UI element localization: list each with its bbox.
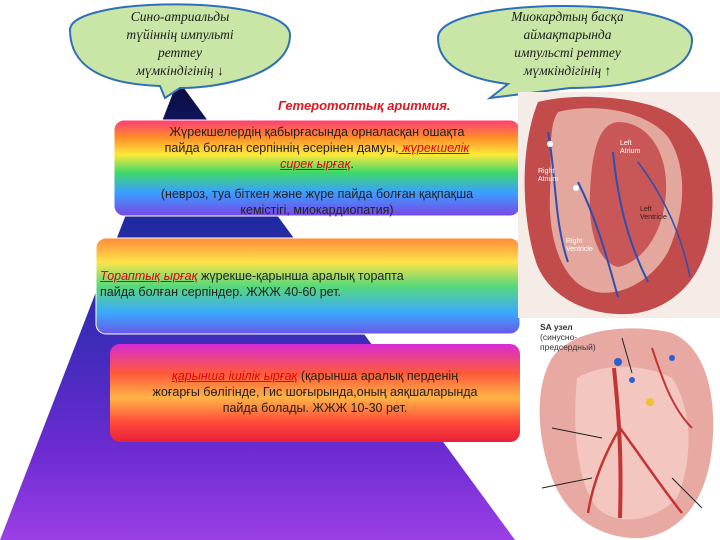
box3-line: қарынша ішілік ырғақ (қарынша аралық пер… xyxy=(112,368,518,384)
box3-line: пайда болады. ЖЖЖ 10-30 рет. xyxy=(222,401,408,415)
atrial-rhythm-highlight: жүрекшелік xyxy=(398,141,470,155)
right-bubble-line: мүмкіндігінің ↑ xyxy=(523,63,612,78)
box1-text: Жүрекшелердің қабырғасында орналасқан ош… xyxy=(116,124,518,218)
atrial-rhythm-highlight-2: сирек ырғақ xyxy=(280,157,351,171)
heart-label-line: Ventricle xyxy=(640,214,667,221)
box3-text: қарынша ішілік ырғақ (қарынша аралық пер… xyxy=(112,368,518,416)
heart-diagram-bottom xyxy=(522,318,720,540)
box2-line: Тораптық ырғақ жүрекше-қарынша аралық то… xyxy=(100,268,516,284)
sa-node-label: SA узел (синусно- предсердный) xyxy=(540,322,596,352)
box1-line: сирек ырғақ. xyxy=(116,156,518,172)
heart-label-line: Left xyxy=(640,206,652,213)
box3-line1-text: (қарынша аралық перденің xyxy=(297,369,459,383)
left-bubble-shape xyxy=(68,3,292,100)
left-bubble-line: реттеу xyxy=(157,45,203,60)
heart-label-left-atrium: Left Atrium xyxy=(620,140,640,156)
heart-label-line: Ventricle xyxy=(566,246,593,253)
sa-node-label-line: SA узел xyxy=(540,322,573,332)
box2-line1-text: жүрекше-қарынша аралық торапта xyxy=(197,269,404,283)
heart-label-right-atrium: Right Atrium xyxy=(538,168,558,184)
left-bubble-line: мүмкіндігінің ↓ xyxy=(136,63,224,78)
box1-line2-text: пайда болған серпіннің әсерінен дамуы, xyxy=(164,141,399,155)
box1-line: пайда болған серпіннің әсерінен дамуы, ж… xyxy=(116,140,518,156)
ventricular-rhythm-highlight: қарынша ішілік ырғақ xyxy=(171,369,298,383)
heart-label-right-ventricle: Right Ventricle xyxy=(566,238,593,254)
box2-text: Тораптық ырғақ жүрекше-қарынша аралық то… xyxy=(100,268,516,300)
right-bubble-text: Миокардтың басқа аймақтарында импульсті … xyxy=(455,8,680,80)
box3-line: жоғарғы бөлігінде, Гис шоғырында,оның ая… xyxy=(152,385,478,399)
box1-line: (невроз, туа біткен және жүре пайда болғ… xyxy=(160,187,474,201)
nodal-rhythm-highlight: Тораптық ырғақ xyxy=(100,269,198,283)
box1-line3-text: . xyxy=(350,157,354,171)
right-bubble-line: аймақтарында xyxy=(523,27,612,42)
page-title: Гетеротоптық аритмия. xyxy=(278,98,451,113)
heart-label-line: Left xyxy=(620,140,632,147)
box1-line: кемістігі, миокардиопатия) xyxy=(240,203,394,217)
heart-label-line: Atrium xyxy=(538,176,559,183)
heart-label-line: Right xyxy=(538,168,555,175)
left-bubble-text: Сино-атриальды түйіннің импульті реттеу … xyxy=(90,8,270,80)
heart-label-line: Atrium xyxy=(620,148,641,155)
left-bubble-line: Сино-атриальды xyxy=(130,9,230,24)
right-bubble-line: импульсті реттеу xyxy=(514,45,621,60)
heart-diagram-top xyxy=(518,92,720,318)
box1-line: Жүрекшелердің қабырғасында орналасқан ош… xyxy=(169,125,465,139)
right-bubble-line: Миокардтың басқа xyxy=(511,9,624,24)
sa-node-label-line: (синусно- xyxy=(540,332,578,342)
left-bubble-line: түйіннің импульті xyxy=(126,27,234,42)
box2-line: пайда болған серпіндер. ЖЖЖ 40-60 рет. xyxy=(100,285,342,299)
right-bubble-shape xyxy=(436,5,694,100)
heart-label-line: Right xyxy=(566,238,583,245)
heart-label-left-ventricle: Left Ventricle xyxy=(640,206,667,222)
sa-node-label-line: предсердный) xyxy=(540,342,596,352)
